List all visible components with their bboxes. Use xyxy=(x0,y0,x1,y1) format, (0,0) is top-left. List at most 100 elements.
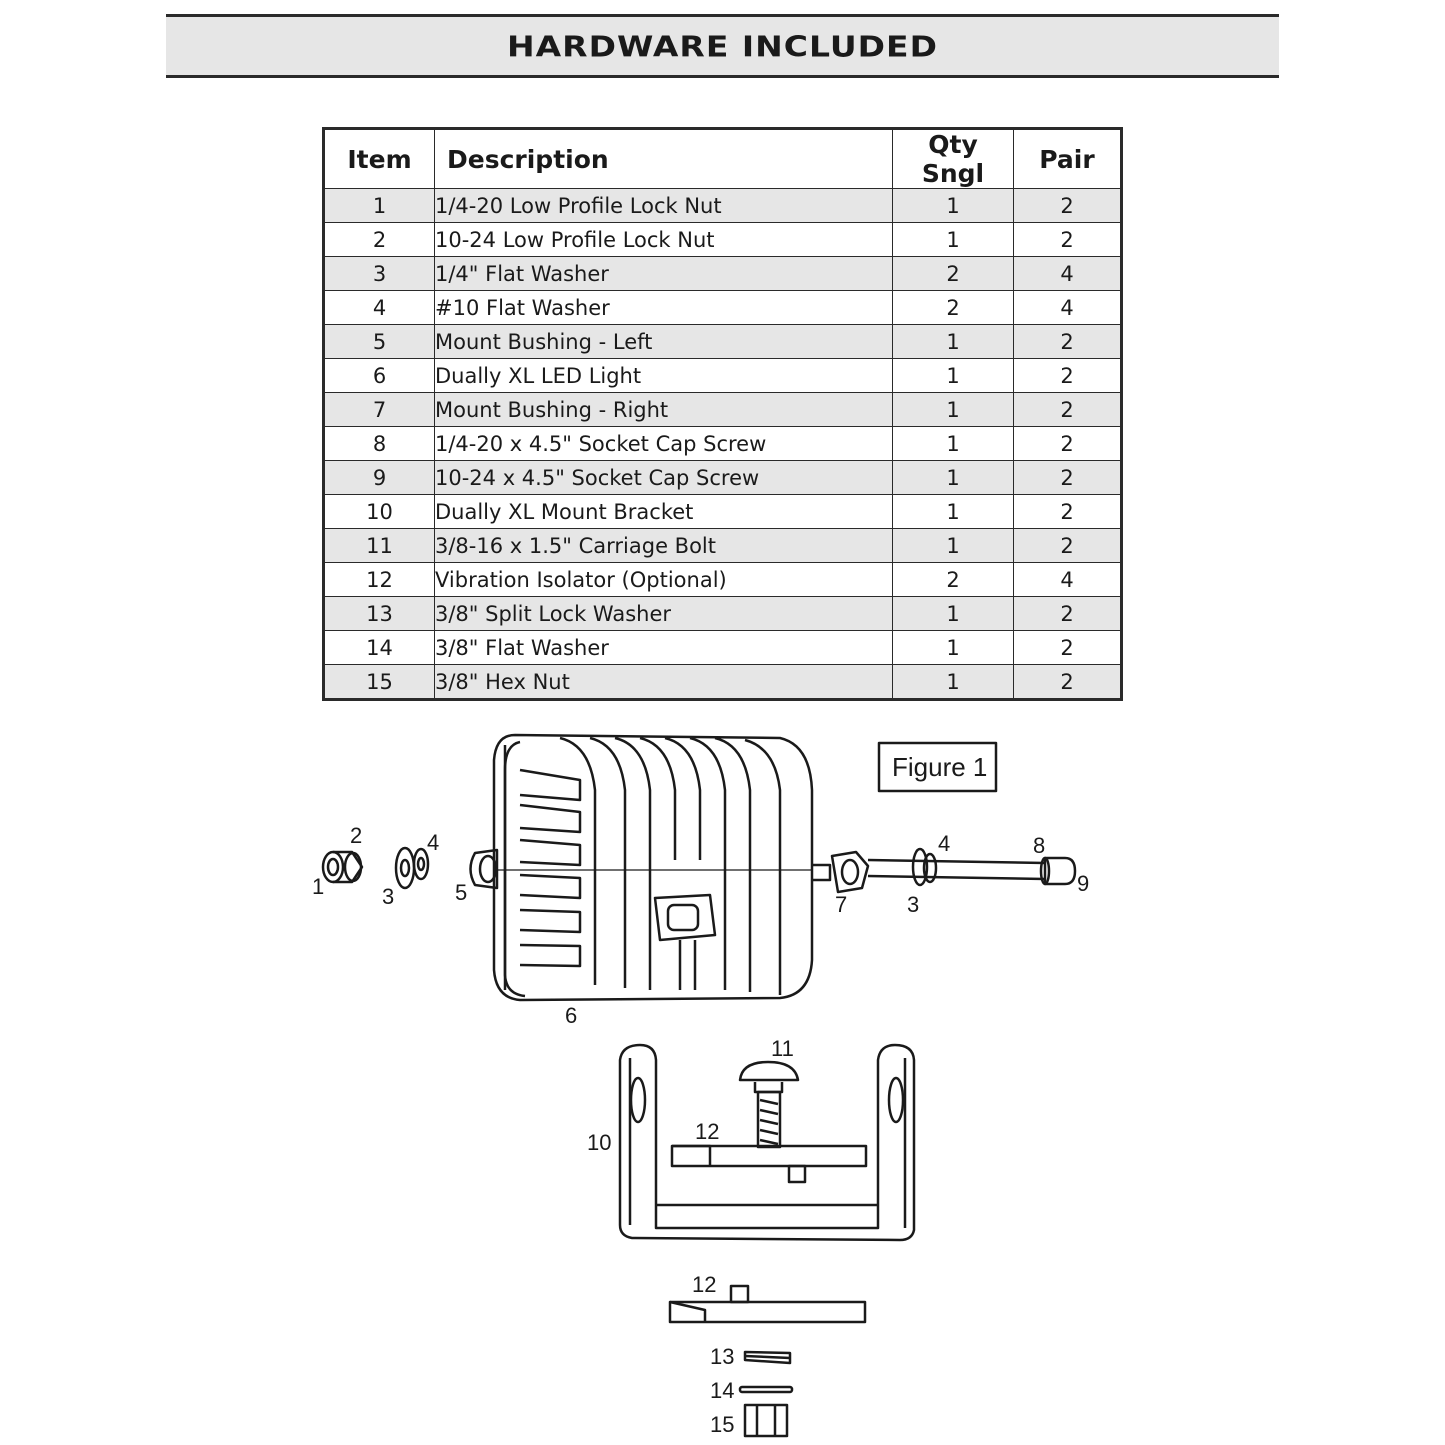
cell-item: 9 xyxy=(323,460,435,495)
cell-pair: 2 xyxy=(1013,188,1122,223)
column-header-pair: Pair xyxy=(1013,128,1122,189)
column-header-description: Description xyxy=(434,128,893,189)
column-header-item: Item xyxy=(323,128,435,189)
cell-qty-single: 1 xyxy=(892,324,1014,359)
cell-item: 7 xyxy=(323,392,435,427)
cell-pair: 4 xyxy=(1013,562,1122,597)
cell-qty-single: 1 xyxy=(892,528,1014,563)
washer-icon xyxy=(394,846,430,890)
cell-pair: 2 xyxy=(1013,528,1122,563)
table-header-row: Item Description Qty Sngl Pair xyxy=(323,128,1122,189)
cell-qty-single: 1 xyxy=(892,222,1014,257)
cell-item: 10 xyxy=(323,494,435,529)
cell-qty-single: 1 xyxy=(892,358,1014,393)
page-title: HARDWARE INCLUDED xyxy=(507,29,938,63)
cell-description: #10 Flat Washer xyxy=(434,290,893,325)
callout-11: 11 xyxy=(771,1036,794,1061)
callout-14: 14 xyxy=(710,1378,734,1403)
cell-pair: 2 xyxy=(1013,596,1122,631)
vibration-isolator-separate-icon xyxy=(668,1284,867,1324)
callout-8: 8 xyxy=(1033,833,1045,858)
cell-item: 6 xyxy=(323,358,435,393)
flat-washer-icon xyxy=(738,1385,794,1394)
led-light-icon xyxy=(492,733,832,1002)
cell-pair: 2 xyxy=(1013,630,1122,665)
mount-bracket-icon xyxy=(618,1043,916,1242)
cell-description: Mount Bushing - Left xyxy=(434,324,893,359)
cell-qty-single: 1 xyxy=(892,596,1014,631)
cell-description: 10-24 x 4.5" Socket Cap Screw xyxy=(434,460,893,495)
cell-qty-single: 2 xyxy=(892,562,1014,597)
cell-description: 10-24 Low Profile Lock Nut xyxy=(434,222,893,257)
hex-nut-icon xyxy=(743,1403,789,1438)
cell-description: 3/8-16 x 1.5" Carriage Bolt xyxy=(434,528,893,563)
cell-description: 1/4" Flat Washer xyxy=(434,256,893,291)
cell-item: 13 xyxy=(323,596,435,631)
cell-item: 15 xyxy=(323,664,435,700)
callout-7: 7 xyxy=(835,892,847,917)
cell-qty-single: 1 xyxy=(892,188,1014,223)
callout-13: 13 xyxy=(710,1344,734,1369)
callout-10: 10 xyxy=(587,1130,611,1155)
cell-qty-single: 1 xyxy=(892,392,1014,427)
cell-pair: 2 xyxy=(1013,222,1122,257)
figure-caption: Figure 1 xyxy=(892,752,987,782)
callout-4-right: 4 xyxy=(938,831,950,856)
socket-screw-icon xyxy=(867,856,1077,886)
vibration-isolator-icon xyxy=(670,1144,868,1184)
callout-4: 4 xyxy=(427,830,439,855)
callout-1: 1 xyxy=(312,874,324,899)
cell-item: 8 xyxy=(323,426,435,461)
callout-5: 5 xyxy=(455,880,467,905)
cell-pair: 2 xyxy=(1013,664,1122,700)
cell-item: 12 xyxy=(323,562,435,597)
cell-pair: 2 xyxy=(1013,324,1122,359)
cell-qty-single: 1 xyxy=(892,426,1014,461)
cell-pair: 4 xyxy=(1013,290,1122,325)
cell-pair: 2 xyxy=(1013,460,1122,495)
cell-description: 1/4-20 Low Profile Lock Nut xyxy=(434,188,893,223)
cell-item: 5 xyxy=(323,324,435,359)
lock-nut-icon xyxy=(321,850,364,884)
callout-3: 3 xyxy=(382,884,394,909)
cell-description: 1/4-20 x 4.5" Socket Cap Screw xyxy=(434,426,893,461)
callout-2: 2 xyxy=(350,823,362,848)
bushing-right-icon xyxy=(830,850,870,894)
column-header-qty-single: Qty Sngl xyxy=(892,128,1014,189)
carriage-bolt-icon xyxy=(738,1060,800,1149)
figure-label-box xyxy=(877,741,998,793)
callout-12: 12 xyxy=(695,1119,719,1144)
callout-9: 9 xyxy=(1077,871,1089,896)
callout-15: 15 xyxy=(710,1412,734,1437)
cell-qty-single: 1 xyxy=(892,630,1014,665)
callout-12-separate: 12 xyxy=(692,1272,716,1297)
split-lock-washer-icon xyxy=(743,1350,792,1365)
cell-qty-single: 2 xyxy=(892,290,1014,325)
callout-6: 6 xyxy=(565,1003,577,1028)
cell-description: Dually XL LED Light xyxy=(434,358,893,393)
header-banner: HARDWARE INCLUDED xyxy=(166,14,1279,78)
cell-qty-single: 1 xyxy=(892,460,1014,495)
cell-pair: 2 xyxy=(1013,392,1122,427)
washer-right-icon xyxy=(911,847,938,887)
cell-description: Dually XL Mount Bracket xyxy=(434,494,893,529)
cell-description: 3/8" Hex Nut xyxy=(434,664,893,700)
cell-item: 3 xyxy=(323,256,435,291)
cell-item: 11 xyxy=(323,528,435,563)
callout-3-right: 3 xyxy=(907,892,919,917)
